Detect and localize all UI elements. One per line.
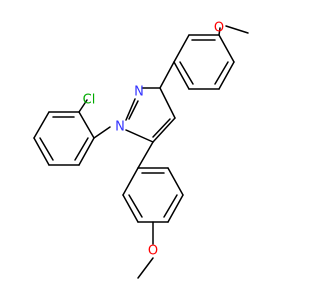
pyrazole-ring (125, 87, 176, 143)
bond (214, 61, 229, 85)
bond (167, 167, 184, 196)
bond (33, 137, 50, 166)
bond (159, 87, 176, 119)
bond (122, 194, 139, 223)
molecule-canvas: Cl N N O O (33, 20, 249, 279)
top-methoxyphenyl (159, 25, 249, 90)
bond (78, 99, 88, 113)
bond (163, 194, 178, 218)
bond (167, 194, 184, 223)
bond (152, 117, 176, 143)
bond (128, 194, 143, 218)
bond (179, 61, 194, 85)
bond (152, 118, 171, 138)
molecule-structure: Cl N N O O (33, 21, 249, 279)
bond (137, 257, 154, 279)
chlorophenyl-ring (33, 99, 111, 166)
nitrogen-bottom-label: N (115, 120, 125, 135)
bond (125, 129, 154, 143)
bond (218, 27, 221, 36)
bond (128, 100, 139, 120)
bond (122, 167, 139, 196)
bond (78, 137, 95, 166)
bond (33, 111, 50, 139)
bond (93, 126, 111, 139)
oxygen-bottom-label: O (148, 244, 158, 259)
bond (173, 34, 190, 63)
bond (173, 61, 190, 90)
bond (159, 61, 175, 89)
oxygen-top-label: O (214, 21, 224, 36)
bond (74, 137, 89, 161)
bond (225, 25, 249, 34)
nitrogen-top-label: N (134, 85, 144, 100)
bond (78, 111, 95, 139)
bond (218, 34, 235, 63)
bond (137, 141, 154, 169)
chlorine-label: Cl (83, 93, 96, 108)
bond (218, 61, 235, 90)
atom-labels: Cl N N O O (83, 21, 224, 259)
bottom-methoxyphenyl (122, 141, 184, 279)
bond (39, 137, 54, 161)
bond (125, 98, 136, 121)
